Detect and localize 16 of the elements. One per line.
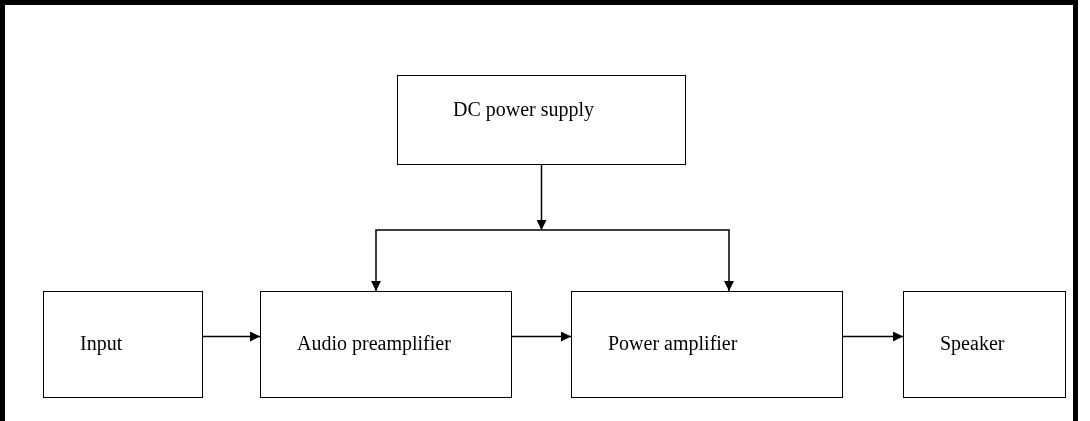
arrow (540, 229, 734, 292)
block-label: Audio preamplifier (297, 332, 451, 355)
block-label: DC power supply (453, 98, 595, 121)
block-box (43, 291, 203, 398)
block-box (397, 75, 686, 165)
arrow (536, 164, 547, 231)
block-box (903, 291, 1066, 398)
block-label: Power amplifier (608, 332, 738, 355)
arrow (371, 229, 543, 292)
block-box (260, 291, 512, 398)
arrow (842, 331, 904, 342)
block-label: Speaker (940, 332, 1005, 355)
block-box (571, 291, 843, 398)
arrow (511, 331, 572, 342)
block-label: Input (80, 332, 123, 355)
arrow (202, 331, 261, 342)
